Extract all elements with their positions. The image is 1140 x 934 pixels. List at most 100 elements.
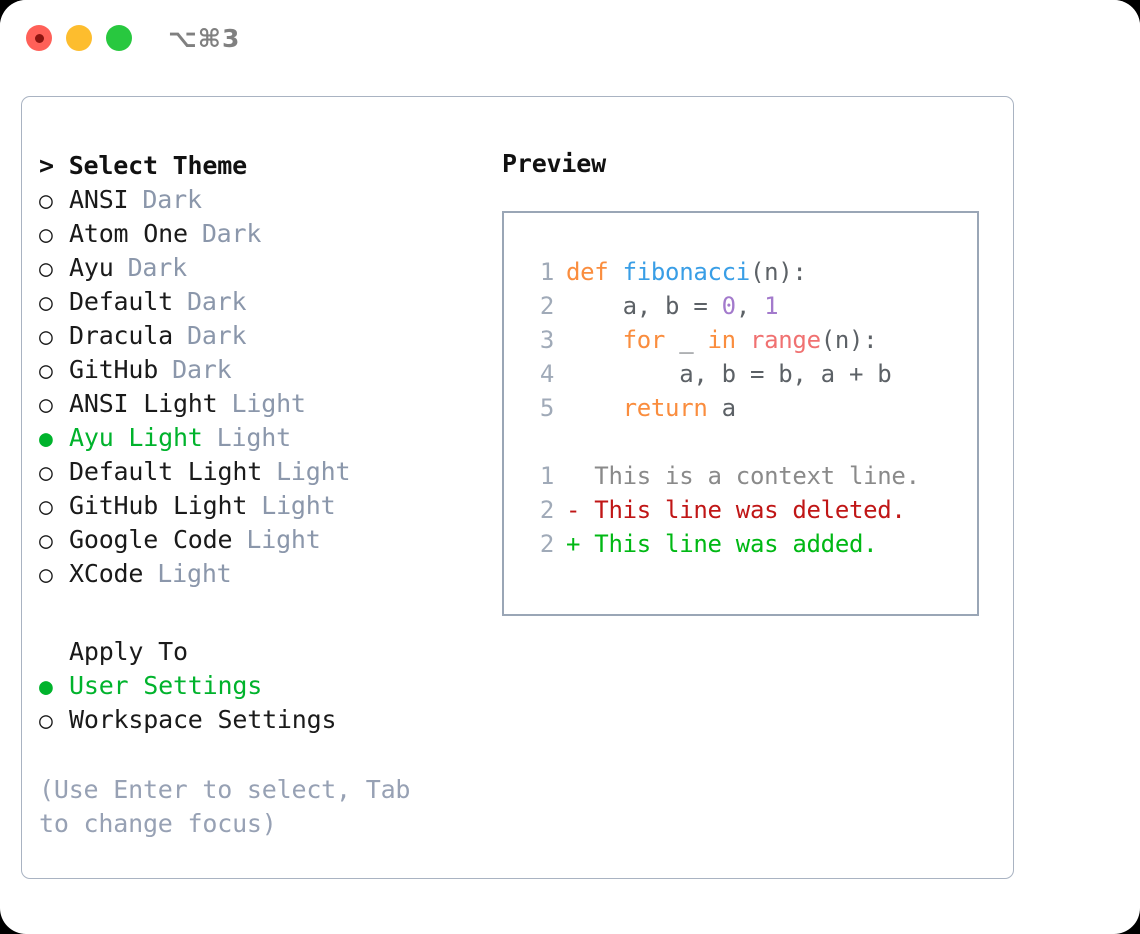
diff-content: This is a context line.	[566, 462, 920, 490]
theme-option-default[interactable]: ○ Default Dark	[39, 285, 479, 319]
theme-variant-badge: Dark	[142, 185, 202, 214]
keyboard-shortcut-label: ⌥⌘3	[168, 24, 241, 53]
theme-option-label: Ayu	[69, 253, 114, 282]
token-punc: _	[665, 326, 708, 354]
radio-unselected-icon: ○	[39, 392, 53, 418]
token-fn: fibonacci	[622, 258, 751, 286]
token-punc: (n):	[749, 258, 807, 286]
title-bar: ⌥⌘3	[0, 0, 1140, 78]
code-spacer	[526, 425, 977, 459]
theme-variant-badge: Light	[157, 559, 232, 588]
apply-to-list[interactable]: ●User Settings○Workspace Settings	[39, 669, 479, 737]
token-kw: in	[707, 326, 737, 354]
diff-line-add: 2+ This line was added.	[526, 527, 977, 561]
code-content: def fibonacci(n):	[566, 255, 807, 289]
code-content: for _ in range(n):	[566, 323, 878, 357]
radio-unselected-icon: ○	[39, 562, 53, 588]
maximize-button-icon[interactable]	[106, 25, 132, 51]
token-kw: return	[622, 394, 708, 422]
keyboard-hint-text: (Use Enter to select, Tab to change focu…	[39, 775, 411, 838]
line-number: 4	[539, 360, 554, 388]
diff-content: - This line was deleted.	[566, 496, 906, 524]
diff-line-del: 2- This line was deleted.	[526, 493, 977, 527]
theme-option-google-code[interactable]: ○ Google Code Light	[39, 523, 479, 557]
close-button-icon[interactable]	[26, 25, 52, 51]
theme-option-label: ANSI Light	[69, 389, 218, 418]
radio-unselected-icon: ○	[39, 358, 53, 384]
theme-variant-badge: Light	[276, 457, 351, 486]
theme-option-xcode[interactable]: ○ XCode Light	[39, 557, 479, 591]
radio-unselected-icon: ○	[39, 256, 53, 282]
theme-option-label: Google Code	[69, 525, 233, 554]
apply-option-label: Workspace Settings	[69, 705, 337, 734]
code-content: a, b = b, a + b	[566, 357, 892, 391]
code-content: return a	[566, 391, 737, 425]
preview-header: Preview	[502, 149, 606, 178]
theme-variant-badge: Light	[216, 423, 291, 452]
apply-option-user-settings[interactable]: ●User Settings	[39, 669, 479, 703]
token-punc: ,	[735, 292, 765, 320]
theme-variant-badge: Dark	[172, 355, 232, 384]
apply-to-header: Apply To	[69, 637, 188, 666]
token-punc	[736, 326, 750, 354]
theme-variant-badge: Light	[261, 491, 336, 520]
theme-option-label: Ayu Light	[69, 423, 203, 452]
code-line: 2 a, b = 0, 1	[526, 289, 977, 323]
radio-unselected-icon: ○	[39, 290, 53, 316]
theme-option-default-light[interactable]: ○ Default Light Light	[39, 455, 479, 489]
minimize-button-icon[interactable]	[66, 25, 92, 51]
theme-variant-badge: Dark	[127, 253, 188, 282]
code-line: 5 return a	[526, 391, 977, 425]
token-kw: def	[566, 258, 623, 286]
token-punc: a, b =	[566, 292, 722, 320]
theme-option-label: Default Light	[69, 457, 263, 486]
radio-unselected-icon: ○	[39, 528, 53, 554]
theme-option-ayu-light[interactable]: ● Ayu Light Light	[39, 421, 479, 455]
diff-line-ctx: 1 This is a context line.	[526, 459, 977, 493]
theme-option-label: XCode	[69, 559, 144, 588]
token-bi: range	[749, 326, 821, 354]
radio-selected-icon: ●	[39, 674, 53, 700]
theme-option-ansi[interactable]: ○ ANSI Dark	[39, 183, 479, 217]
theme-option-ayu[interactable]: ○ Ayu Dark	[39, 251, 479, 285]
radio-unselected-icon: ○	[39, 460, 53, 486]
theme-variant-badge: Light	[231, 389, 306, 418]
code-line: 4 a, b = b, a + b	[526, 357, 977, 391]
theme-option-label: Default	[69, 287, 173, 316]
theme-option-ansi-light[interactable]: ○ ANSI Light Light	[39, 387, 479, 421]
line-number: 3	[539, 326, 554, 354]
theme-variant-badge: Light	[246, 525, 321, 554]
theme-variant-badge: Dark	[186, 287, 247, 316]
theme-option-label: Dracula	[69, 321, 173, 350]
theme-option-label: ANSI	[69, 185, 129, 214]
token-punc: (n):	[820, 326, 878, 354]
radio-selected-icon: ●	[39, 426, 53, 452]
token-kw: for	[622, 326, 666, 354]
apply-option-workspace-settings[interactable]: ○Workspace Settings	[39, 703, 479, 737]
theme-variant-badge: Dark	[201, 219, 262, 248]
token-num: 0	[721, 292, 736, 320]
window-controls	[26, 25, 132, 51]
token-num: 1	[764, 292, 779, 320]
theme-variant-badge: Dark	[186, 321, 247, 350]
diff-content: + This line was added.	[566, 530, 878, 558]
code-line: 3 for _ in range(n):	[526, 323, 977, 357]
token-punc	[566, 326, 623, 354]
apply-to-section: Apply To ●User Settings○Workspace Settin…	[39, 635, 479, 737]
code-content: a, b = 0, 1	[566, 289, 779, 323]
radio-unselected-icon: ○	[39, 222, 53, 248]
token-punc: a	[707, 394, 736, 422]
radio-unselected-icon: ○	[39, 188, 53, 214]
